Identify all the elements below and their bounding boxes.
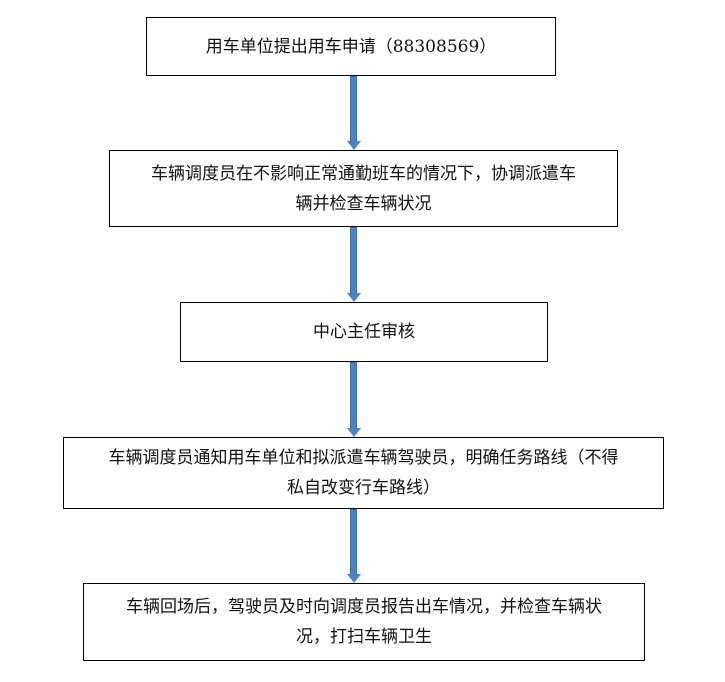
arrow-down-icon xyxy=(347,509,361,583)
step-text: 私自改变行车路线） xyxy=(287,478,440,498)
step-text: 中心主任审核 xyxy=(313,322,415,342)
step-3-review: 中心主任审核 xyxy=(180,302,548,362)
step-text: 车辆调度员在不影响正常通勤班车的情况下，协调派遣车 xyxy=(151,163,576,184)
step-1-request: 用车单位提出用车申请（88308569） xyxy=(146,17,556,76)
arrow-down-icon xyxy=(347,227,361,302)
step-text: 辆并检查车辆状况 xyxy=(295,193,432,214)
step-text: 用车单位提出用车申请（88308569） xyxy=(205,36,497,57)
step-text: 况，打扫车辆卫生 xyxy=(296,627,432,647)
step-4-notify: 车辆调度员通知用车单位和拟派遣车辆驾驶员，明确任务路线（不得 私自改变行车路线） xyxy=(63,437,664,509)
arrow-down-icon xyxy=(347,362,361,437)
arrow-down-icon xyxy=(347,76,361,150)
step-2-dispatch: 车辆调度员在不影响正常通勤班车的情况下，协调派遣车 辆并检查车辆状况 xyxy=(109,150,618,227)
step-5-return: 车辆回场后，驾驶员及时向调度员报告出车情况，并检查车辆状 况，打扫车辆卫生 xyxy=(83,583,645,661)
step-text: 车辆回场后，驾驶员及时向调度员报告出车情况，并检查车辆状 xyxy=(126,597,602,617)
step-text: 车辆调度员通知用车单位和拟派遣车辆驾驶员，明确任务路线（不得 xyxy=(108,448,619,468)
